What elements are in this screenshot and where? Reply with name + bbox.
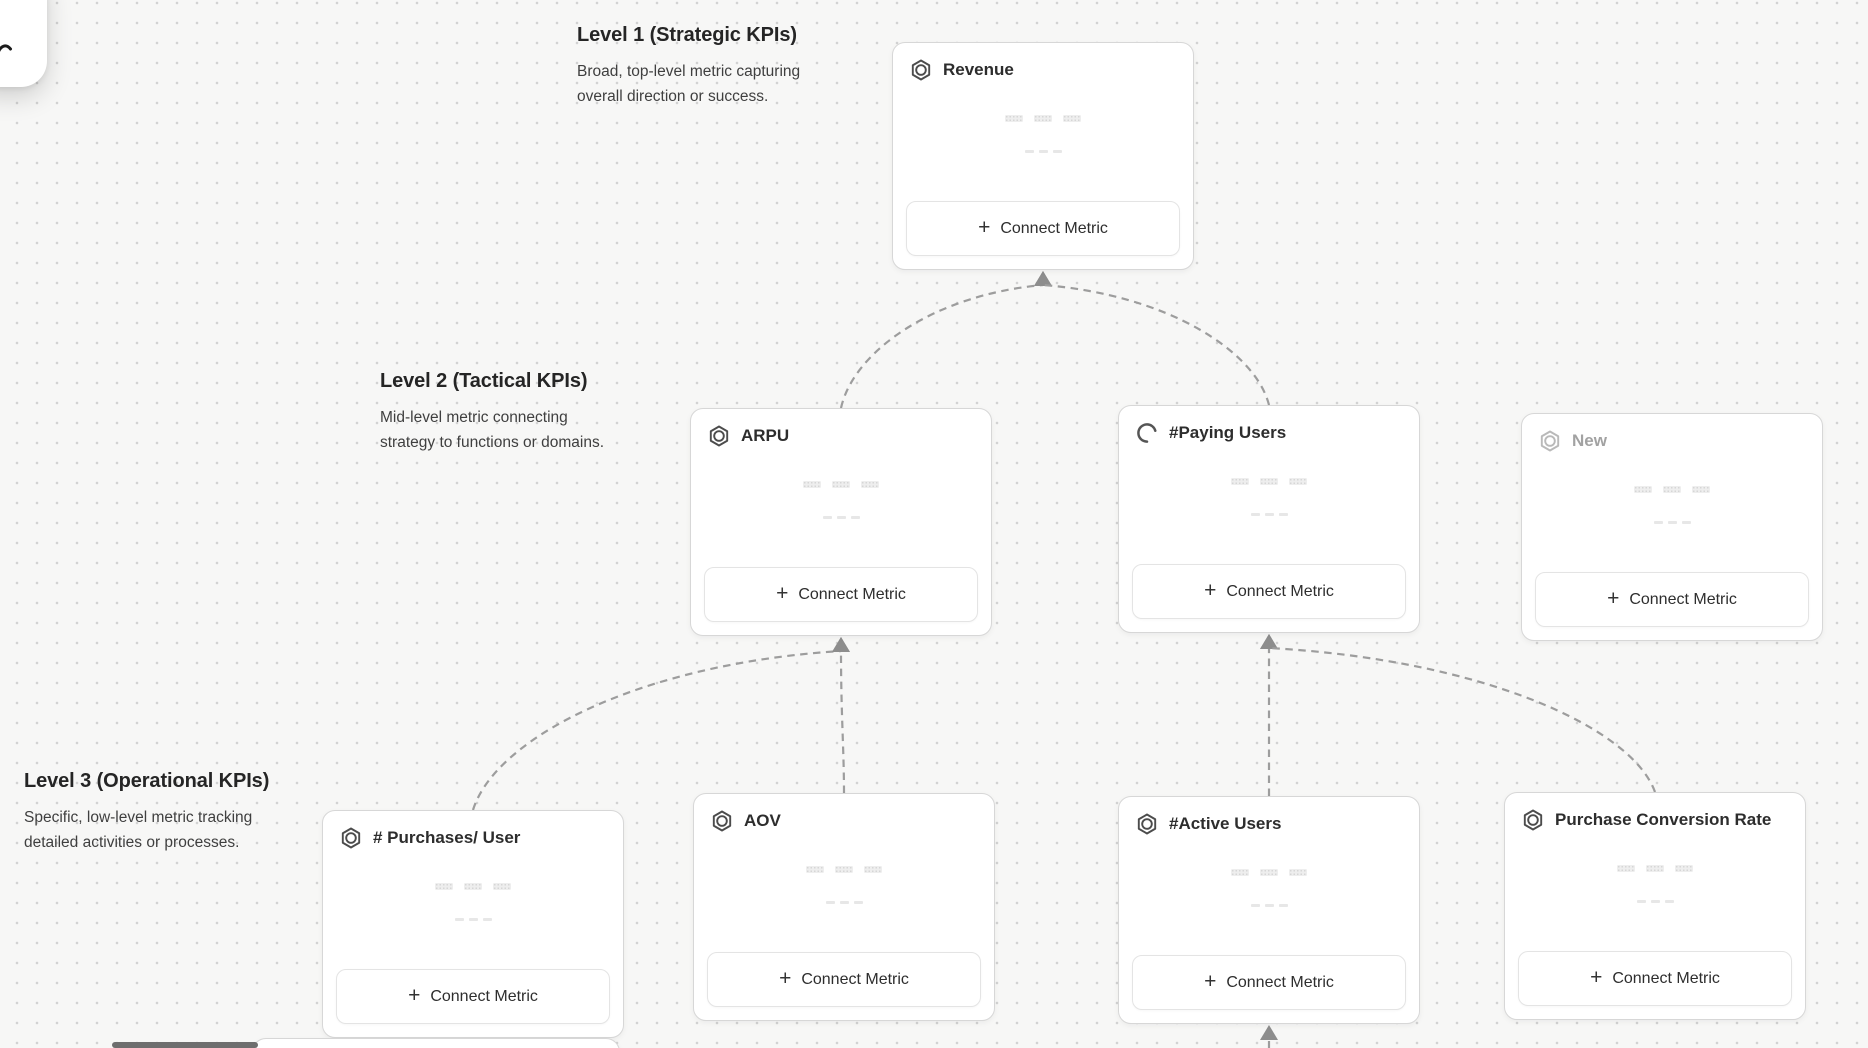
level-description: Specific, low-level metric tracking deta… bbox=[24, 809, 253, 851]
metric-card-purchases-per-user[interactable]: # Purchases/ User + Connect Metric bbox=[322, 810, 624, 1038]
metric-card-title: #Active Users bbox=[1169, 814, 1282, 833]
connect-metric-button[interactable]: + Connect Metric bbox=[1132, 564, 1406, 619]
metric-card-arpu[interactable]: ARPU + Connect Metric bbox=[690, 408, 992, 636]
connect-metric-label: Connect Metric bbox=[1629, 590, 1737, 608]
metric-card-header: #Active Users bbox=[1119, 797, 1419, 851]
connect-metric-label: Connect Metric bbox=[798, 585, 906, 603]
level-description: Broad, top-level metric capturing overal… bbox=[577, 63, 801, 105]
metric-hexagon-icon bbox=[909, 58, 933, 82]
metric-card-title: #Paying Users bbox=[1169, 423, 1287, 442]
metric-preview-skeleton bbox=[323, 883, 623, 921]
connector-edge bbox=[471, 649, 842, 811]
metric-card-header: Purchase Conversion Rate bbox=[1505, 793, 1805, 847]
plus-icon: + bbox=[1204, 579, 1217, 602]
horizontal-scrollbar-thumb[interactable] bbox=[112, 1042, 258, 1048]
connect-metric-button[interactable]: + Connect Metric bbox=[704, 567, 978, 622]
connect-metric-button[interactable]: + Connect Metric bbox=[1535, 572, 1809, 627]
metric-hexagon-icon bbox=[1521, 808, 1545, 832]
metric-card-title: # Purchases/ User bbox=[373, 828, 521, 847]
metric-card-header: #Paying Users bbox=[1119, 406, 1419, 460]
connect-metric-label: Connect Metric bbox=[1226, 973, 1334, 991]
metric-card-title: ARPU bbox=[741, 426, 790, 445]
plus-icon: + bbox=[779, 967, 792, 990]
metric-preview-skeleton bbox=[1505, 865, 1805, 903]
connect-metric-button[interactable]: + Connect Metric bbox=[336, 969, 610, 1024]
connector-edge bbox=[839, 283, 1044, 409]
connector-edge bbox=[1268, 646, 1657, 793]
metric-preview-skeleton bbox=[893, 115, 1193, 153]
metric-card-header: New bbox=[1522, 414, 1822, 468]
level-heading: Level 1 (Strategic KPIs) bbox=[577, 24, 797, 46]
metric-card-title: Purchase Conversion Rate bbox=[1555, 810, 1772, 829]
metric-card-revenue[interactable]: Revenue + Connect Metric bbox=[892, 42, 1194, 270]
level-description: Mid-level metric connecting strategy to … bbox=[380, 409, 605, 451]
metric-card-title: Revenue bbox=[943, 60, 1014, 79]
metric-preview-skeleton bbox=[691, 481, 991, 519]
plus-icon: + bbox=[978, 216, 991, 239]
connector-arrowhead-icon bbox=[832, 637, 850, 652]
metric-card-header: Revenue bbox=[893, 43, 1193, 97]
connect-metric-label: Connect Metric bbox=[1000, 219, 1108, 237]
metric-hexagon-icon bbox=[710, 809, 734, 833]
plus-icon: + bbox=[1204, 970, 1217, 993]
metric-card-title: New bbox=[1572, 431, 1607, 450]
connect-metric-button[interactable]: + Connect Metric bbox=[906, 201, 1180, 256]
level-1-label-block: Level 1 (Strategic KPIs) Broad, top-leve… bbox=[577, 24, 800, 109]
floating-toolbar-button[interactable] bbox=[0, 0, 47, 87]
connect-metric-label: Connect Metric bbox=[801, 970, 909, 988]
metric-card-active-users[interactable]: #Active Users + Connect Metric bbox=[1118, 796, 1420, 1024]
metric-card-title: AOV bbox=[744, 811, 781, 830]
loading-spinner-icon bbox=[1135, 421, 1159, 445]
metric-hexagon-icon bbox=[1538, 429, 1562, 453]
connector-edge bbox=[1042, 283, 1271, 406]
connector-arrowhead-icon bbox=[1034, 271, 1052, 286]
metric-hexagon-icon bbox=[339, 826, 363, 850]
connect-metric-button[interactable]: + Connect Metric bbox=[707, 952, 981, 1007]
metric-card-header: ARPU bbox=[691, 409, 991, 463]
connector-arrowhead-icon bbox=[832, 637, 850, 652]
plus-icon: + bbox=[776, 582, 789, 605]
connect-metric-button[interactable]: + Connect Metric bbox=[1518, 951, 1792, 1006]
connector-arrowhead-icon bbox=[1260, 1025, 1278, 1040]
metric-preview-skeleton bbox=[1522, 486, 1822, 524]
metric-card-aov[interactable]: AOV + Connect Metric bbox=[693, 793, 995, 1021]
connect-metric-label: Connect Metric bbox=[430, 987, 538, 1005]
level-heading: Level 3 (Operational KPIs) bbox=[24, 770, 270, 792]
connector-arrowhead-icon bbox=[1260, 634, 1278, 649]
metric-card-paying-users[interactable]: #Paying Users + Connect Metric bbox=[1118, 405, 1420, 633]
metric-card-purchase-conversion-rate[interactable]: Purchase Conversion Rate + Connect Metri… bbox=[1504, 792, 1806, 1020]
level-3-label-block: Level 3 (Operational KPIs) Specific, low… bbox=[24, 770, 269, 855]
metric-card-header: AOV bbox=[694, 794, 994, 848]
plus-icon: + bbox=[1590, 966, 1603, 989]
metric-preview-skeleton bbox=[1119, 478, 1419, 516]
connector-edge bbox=[839, 650, 846, 794]
metric-preview-skeleton bbox=[1119, 869, 1419, 907]
metric-card-header: # Purchases/ User bbox=[323, 811, 623, 865]
plus-icon: + bbox=[1607, 587, 1620, 610]
connector-arrowhead-icon bbox=[1260, 634, 1278, 649]
metric-card-partial-bottom[interactable]: + Connect Metric bbox=[252, 1038, 620, 1048]
level-2-label-block: Level 2 (Tactical KPIs) Mid-level metric… bbox=[380, 370, 604, 455]
level-heading: Level 2 (Tactical KPIs) bbox=[380, 370, 588, 392]
connect-metric-label: Connect Metric bbox=[1226, 582, 1334, 600]
metric-preview-skeleton bbox=[694, 866, 994, 904]
plus-icon: + bbox=[408, 984, 421, 1007]
connect-metric-button[interactable]: + Connect Metric bbox=[1132, 955, 1406, 1010]
metric-hexagon-icon bbox=[1135, 812, 1159, 836]
metric-card-new[interactable]: New + Connect Metric bbox=[1521, 413, 1823, 641]
metric-hexagon-icon bbox=[707, 424, 731, 448]
connect-metric-label: Connect Metric bbox=[1612, 969, 1720, 987]
connector-arrowhead-icon bbox=[1034, 271, 1052, 286]
